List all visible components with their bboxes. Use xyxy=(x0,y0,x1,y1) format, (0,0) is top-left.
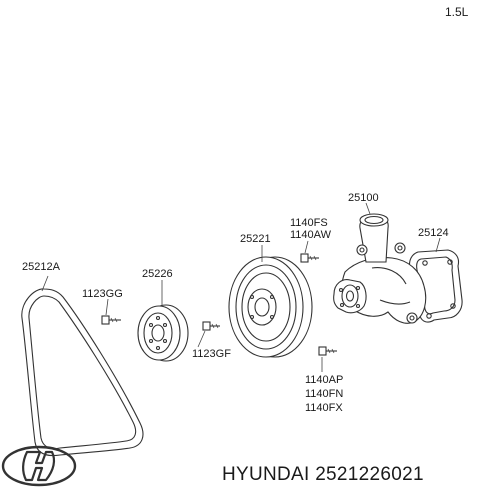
crank-pulley xyxy=(137,304,189,362)
label-25212a: 25212A xyxy=(22,261,60,273)
leader-belt xyxy=(41,275,49,292)
hyundai-logo-icon xyxy=(1,445,77,487)
leader-25100 xyxy=(365,202,371,215)
label-1140fx: 1140FX xyxy=(305,402,343,414)
label-25221: 25221 xyxy=(240,233,271,245)
bolt-1123gf xyxy=(202,321,220,331)
bolt-1140ap xyxy=(318,346,337,356)
label-25226: 25226 xyxy=(142,268,173,280)
leader-25124 xyxy=(435,237,441,253)
leader-1140fs xyxy=(304,240,309,254)
label-1140aw: 1140AW xyxy=(290,229,331,241)
water-pump xyxy=(333,213,427,324)
water-pump-pulley xyxy=(228,256,313,358)
drive-belt xyxy=(21,288,144,457)
footer-part-number: HYUNDAI 2521226021 xyxy=(222,464,424,485)
bolt-1123gg xyxy=(101,315,121,325)
label-1140fn: 1140FN xyxy=(305,388,344,400)
label-25124: 25124 xyxy=(418,227,449,239)
label-1140fs: 1140FS xyxy=(290,217,328,229)
label-1123gg: 1123GG xyxy=(82,288,123,300)
bolt-1140fs xyxy=(300,253,319,263)
label-25100: 25100 xyxy=(348,192,379,204)
leader-1123gf xyxy=(197,330,206,348)
label-1123gf: 1123GF xyxy=(192,348,231,360)
engine-spec-label: 1.5L xyxy=(445,5,469,19)
label-1140ap: 1140AP xyxy=(305,374,344,386)
leader-1123gg xyxy=(105,298,109,316)
